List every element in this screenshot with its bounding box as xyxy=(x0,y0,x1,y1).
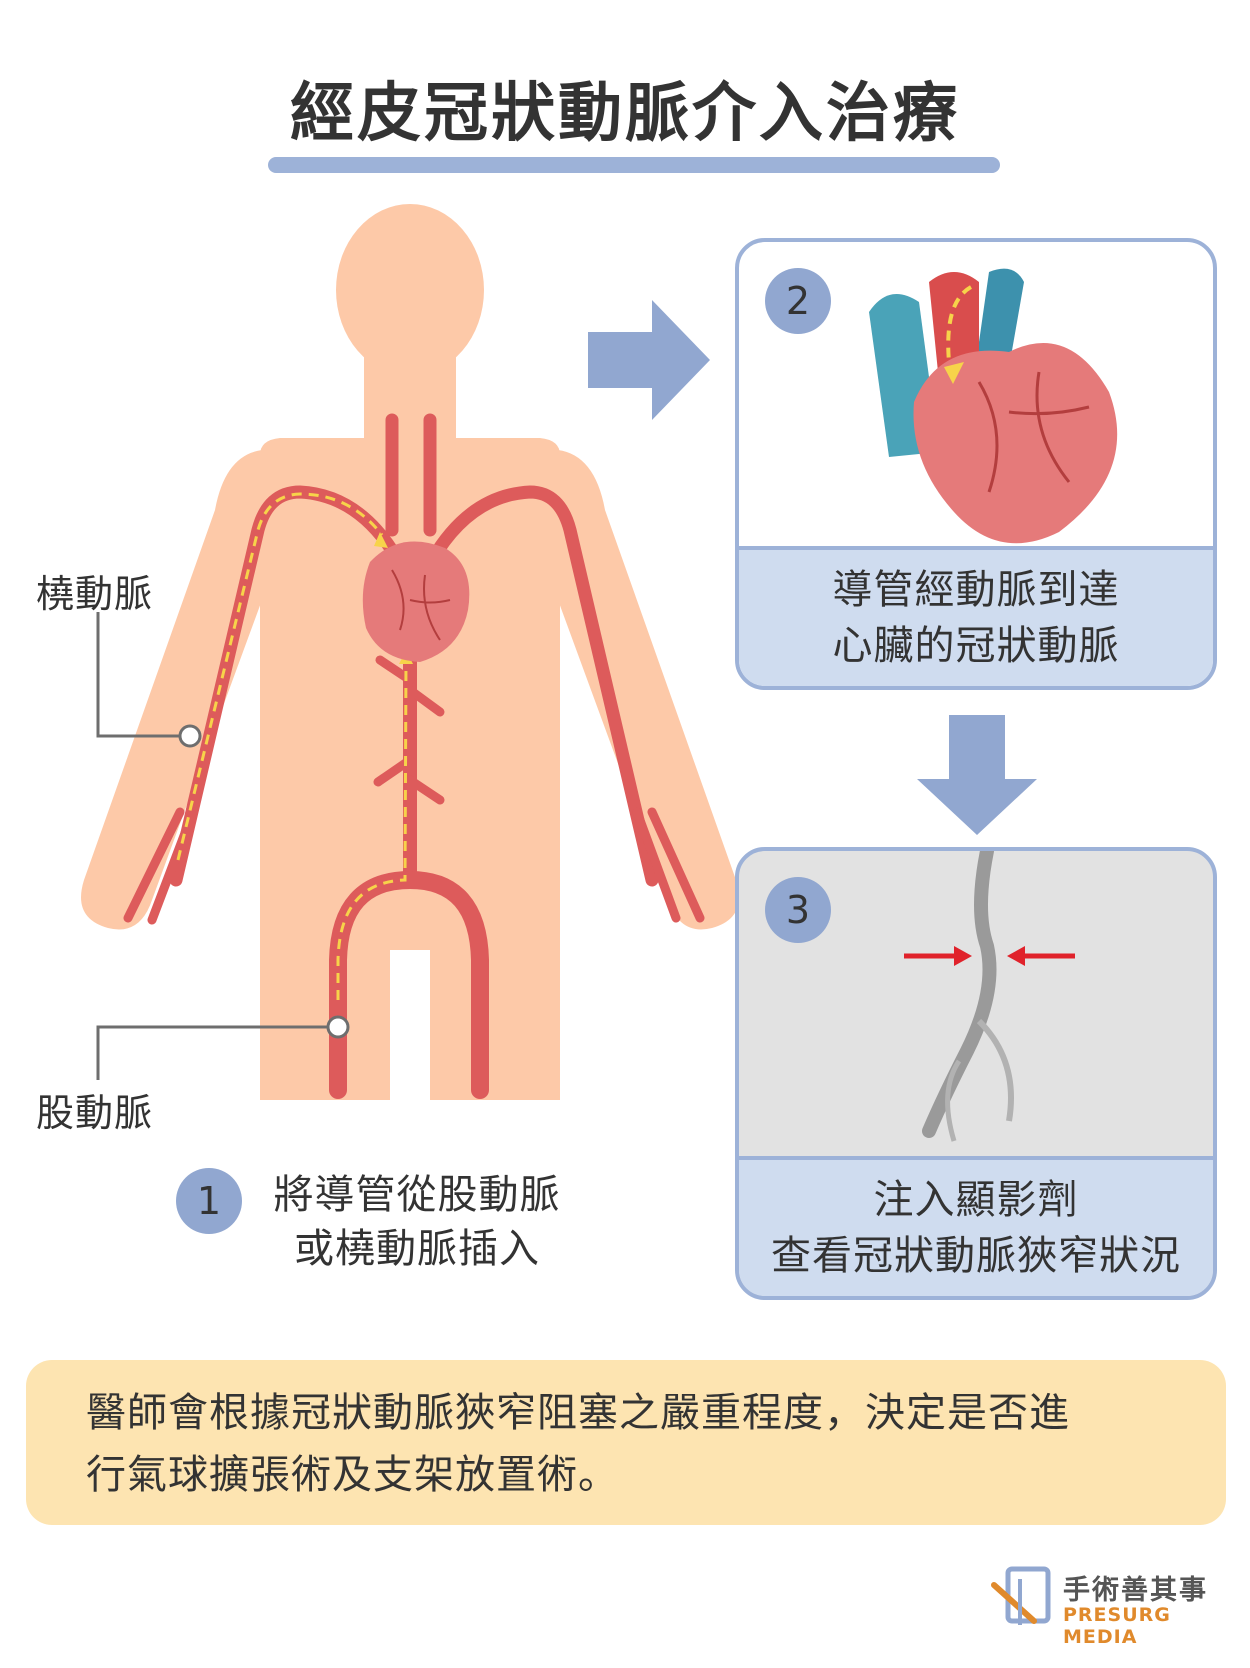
logo-subtitle: PRESURG MEDIA xyxy=(1063,1604,1171,1648)
title-underline xyxy=(268,157,1000,173)
step-1-line-2: 或橈動脈插入 xyxy=(294,1226,540,1272)
step-3-card: 3 注入顯影劑 查看冠狀動脈狹窄狀況 xyxy=(735,847,1217,1300)
radial-artery-label: 橈動脈 xyxy=(36,572,154,616)
step-2-line-2: 心臟的冠狀動脈 xyxy=(832,623,1120,669)
femoral-artery-label: 股動脈 xyxy=(36,1091,154,1135)
logo-name: 手術善其事 xyxy=(1063,1575,1208,1606)
step-3-line-1: 注入顯影劑 xyxy=(873,1177,1079,1223)
arrow-down-icon xyxy=(917,715,1037,835)
catheter-arrowhead xyxy=(374,532,388,548)
radial-pointer-line xyxy=(96,612,190,738)
step-3-line-2: 查看冠狀動脈狹窄狀況 xyxy=(771,1233,1181,1279)
human-body-diagram xyxy=(81,204,739,1100)
narrowing-arrows xyxy=(904,946,1075,966)
step-1-text: 將導管從股動脈 或橈動脈插入 xyxy=(252,1168,582,1276)
femoral-pointer-line xyxy=(96,1025,338,1080)
femoral-pointer-dot xyxy=(326,1015,350,1039)
radial-pointer-dot xyxy=(178,724,202,748)
angiogram-illustration xyxy=(904,851,1075,1142)
step-2-badge: 2 xyxy=(765,268,831,334)
page-title: 經皮冠狀動脈介入治療 xyxy=(290,77,960,151)
heart-anatomy-illustration xyxy=(869,268,1118,544)
heart-icon xyxy=(362,541,470,662)
step-2-caption: 導管經動脈到達 心臟的冠狀動脈 xyxy=(739,546,1213,686)
step-2-line-1: 導管經動脈到達 xyxy=(832,567,1120,613)
step-1-badge: 1 xyxy=(176,1168,242,1234)
catheter-path xyxy=(176,492,408,1000)
presurg-logo-icon xyxy=(991,1566,1051,1625)
step-2-card: 2 導管經動脈到達 心臟的冠狀動脈 xyxy=(735,238,1217,690)
arrow-right-icon xyxy=(588,300,710,420)
note-line-1: 醫師會根據冠狀動脈狹窄阻塞之嚴重程度，決定是否進 xyxy=(86,1390,1070,1436)
summary-note: 醫師會根據冠狀動脈狹窄阻塞之嚴重程度，決定是否進 行氣球擴張術及支架放置術。 xyxy=(26,1360,1226,1525)
step-3-badge: 3 xyxy=(765,877,831,943)
step-1-line-1: 將導管從股動脈 xyxy=(273,1172,561,1218)
note-line-2: 行氣球擴張術及支架放置術。 xyxy=(86,1452,619,1498)
step-3-caption: 注入顯影劑 查看冠狀動脈狹窄狀況 xyxy=(739,1156,1213,1296)
